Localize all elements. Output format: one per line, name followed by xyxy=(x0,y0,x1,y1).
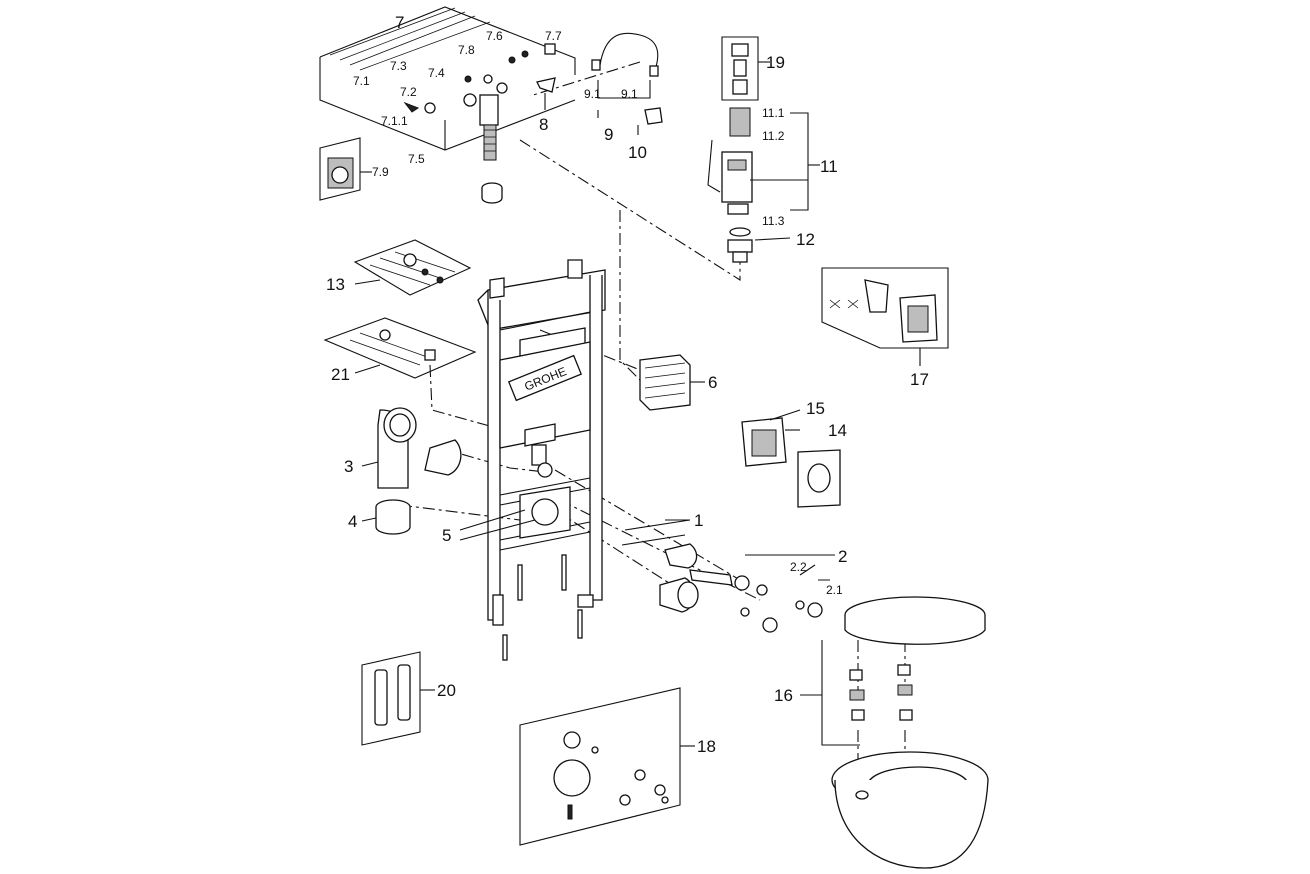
label-14: 14 xyxy=(828,421,847,440)
label-16: 16 xyxy=(774,686,793,705)
label-11-3: 11.3 xyxy=(762,214,785,228)
part-14-15-plates xyxy=(741,417,841,508)
label-7-4: 7.4 xyxy=(428,66,445,80)
label-2-2: 2.2 xyxy=(790,560,807,574)
label-9-1-b: 9.1 xyxy=(621,87,638,101)
label-3: 3 xyxy=(344,457,353,476)
label-21: 21 xyxy=(331,365,350,384)
part-20-card xyxy=(361,651,421,746)
label-13: 13 xyxy=(326,275,345,294)
installation-frame xyxy=(477,259,606,661)
part-13-card xyxy=(353,239,472,296)
label-5: 5 xyxy=(442,526,451,545)
part-17-card xyxy=(821,267,949,349)
label-2: 2 xyxy=(838,547,847,566)
label-15: 15 xyxy=(806,399,825,418)
part-6-access-box xyxy=(639,354,691,411)
label-7-2: 7.2 xyxy=(400,85,417,99)
label-7-7: 7.7 xyxy=(545,29,562,43)
part-3-4-bend-sleeve xyxy=(375,407,462,535)
label-4: 4 xyxy=(348,512,357,531)
label-7-8: 7.8 xyxy=(458,43,475,57)
label-7-1: 7.1 xyxy=(353,74,370,88)
label-7: 7 xyxy=(395,13,404,32)
supply-hose-part xyxy=(536,32,663,125)
part-5-leaders xyxy=(459,509,536,541)
part-18-card xyxy=(519,687,681,846)
part-21-card xyxy=(323,317,477,379)
label-9-1-a: 9.1 xyxy=(584,87,601,101)
label-10: 10 xyxy=(628,143,647,162)
part-number-labels: 7 7.6 7.7 7.8 7.3 7.4 7.1 7.2 7.1.1 7.5 … xyxy=(326,13,929,756)
label-2-1: 2.1 xyxy=(826,583,843,597)
label-7-1-1: 7.1.1 xyxy=(381,114,408,128)
label-20: 20 xyxy=(437,681,456,700)
part-1-2-pipes xyxy=(621,519,823,633)
label-17: 17 xyxy=(910,370,929,389)
label-9: 9 xyxy=(604,125,613,144)
label-7-6: 7.6 xyxy=(486,29,503,43)
label-11-2: 11.2 xyxy=(762,129,785,143)
leader-lines xyxy=(354,61,921,747)
fill-valve-part xyxy=(403,43,556,204)
label-11: 11 xyxy=(820,157,838,176)
label-8: 8 xyxy=(539,115,548,134)
label-1: 1 xyxy=(694,511,703,530)
part-7-9-card xyxy=(319,137,361,201)
fill-valve-group-card xyxy=(319,6,576,151)
toilet-bowl xyxy=(831,751,989,869)
label-11-1: 11.1 xyxy=(762,106,785,120)
label-19: 19 xyxy=(766,53,785,72)
flush-valve-group xyxy=(707,36,759,263)
label-6: 6 xyxy=(708,373,717,392)
part-16-seat xyxy=(821,596,986,746)
label-18: 18 xyxy=(697,737,716,756)
label-7-3: 7.3 xyxy=(390,59,407,73)
label-7-9: 7.9 xyxy=(372,165,389,179)
label-12: 12 xyxy=(796,230,815,249)
label-7-5: 7.5 xyxy=(408,152,425,166)
